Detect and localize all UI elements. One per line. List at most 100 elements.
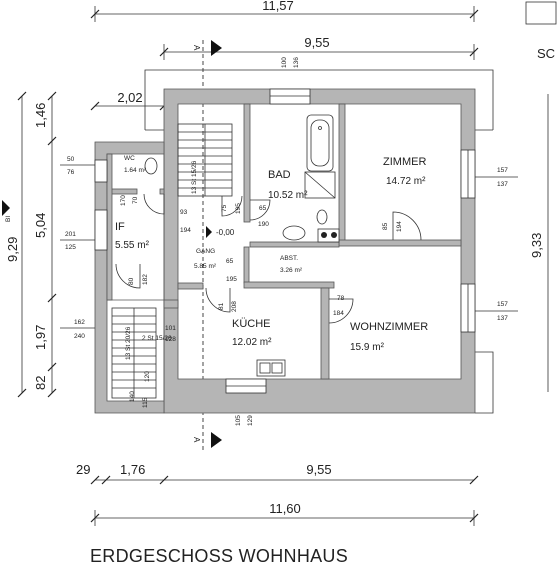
adjacent-drawing-box — [525, 1, 557, 25]
room-area-wohnzimmer: 15.9 m² — [350, 342, 385, 353]
windows — [94, 88, 476, 394]
dim-right-win2-a: 157 — [497, 301, 508, 308]
dim-offset: 2,02 — [90, 90, 169, 111]
dim-wc-a: 50 — [67, 156, 75, 163]
svg-text:65: 65 — [259, 205, 267, 212]
dim-top-total: 11,57 — [262, 0, 294, 13]
room-area-kueche: 12.02 m² — [232, 337, 272, 348]
svg-text:120: 120 — [144, 371, 151, 382]
right-window-dims: 157 137 157 137 — [475, 167, 518, 322]
room-area-wc: 1.64 m² — [124, 167, 147, 174]
dim-window-top-b: 136 — [293, 57, 300, 68]
section-marker-top: A A — [192, 40, 222, 450]
svg-text:78: 78 — [337, 295, 345, 302]
svg-text:182: 182 — [142, 274, 149, 285]
section-label-top: A — [192, 45, 201, 51]
svg-text:190: 190 — [258, 221, 269, 228]
roof-outline — [144, 69, 494, 130]
room-name-abst: ABST. — [280, 255, 298, 262]
dim-stair-a: 162 — [74, 319, 85, 326]
level-mark: -0,00 — [206, 226, 235, 238]
room-area-bad: 10.52 m² — [268, 190, 308, 201]
dim-if-b: 125 — [65, 244, 76, 251]
svg-text:128: 128 — [165, 336, 176, 343]
room-wc: WC 1.64 m² — [124, 155, 147, 174]
svg-text:81: 81 — [218, 302, 225, 310]
dim-left-3: 1,97 — [33, 325, 48, 350]
dim-bottom-b: 1,76 — [120, 462, 145, 477]
room-area-if: 5.55 m² — [115, 240, 150, 251]
shower — [304, 171, 336, 199]
dim-left-1: 1,46 — [33, 103, 48, 128]
room-abst: ABST. 3.26 m² — [280, 255, 303, 274]
room-name-if: IF — [115, 221, 125, 233]
right-dimension-total: 9,33 — [529, 94, 549, 392]
room-kueche: KÜCHE 12.02 m² — [232, 318, 272, 348]
dim-left-4: 82 — [33, 376, 48, 390]
room-name-gang: GANG — [196, 248, 215, 255]
dim-left-total-sup: BI — [5, 216, 12, 222]
dim-offset-text: 2,02 — [117, 90, 142, 105]
left-window-dims: 50 76 201 125 162 240 — [60, 156, 95, 340]
dim-bottom-total: 11,60 — [269, 501, 301, 516]
bottom-dimension-total: 11,60 — [90, 501, 479, 526]
dim-right-total: 9,33 — [529, 233, 544, 258]
dim-left-total: 9,29 — [5, 237, 20, 262]
door-swings — [115, 193, 422, 324]
room-if: IF 5.55 m² — [115, 221, 150, 251]
level-text: -0,00 — [216, 228, 235, 237]
bathtub — [306, 114, 334, 172]
staircase-lower: 2 St 15/26 13 St 20/26 — [111, 307, 172, 399]
dim-right-win2-b: 137 — [497, 315, 508, 322]
svg-text:101: 101 — [165, 325, 176, 332]
room-name-bad: BAD — [268, 169, 291, 181]
washbasin — [282, 225, 306, 241]
svg-text:140: 140 — [129, 391, 136, 402]
stair-label-1: 13 St 15/26 — [191, 160, 198, 194]
room-area-abst: 3.26 m² — [280, 267, 303, 274]
top-dimension-main: 9,55 — [159, 35, 479, 60]
svg-text:70: 70 — [132, 196, 139, 204]
top-dimension-total: 11,57 — [90, 0, 479, 22]
room-area-zimmer: 14.72 m² — [386, 176, 426, 187]
left-dimension-total: 9,29 BI — [2, 91, 27, 398]
dim-if-a: 201 — [65, 231, 76, 238]
svg-text:115: 115 — [142, 397, 149, 408]
dim-right-win1-b: 137 — [497, 181, 508, 188]
room-wohnzimmer: WOHNZIMMER 15.9 m² — [350, 321, 428, 353]
svg-text:194: 194 — [180, 227, 191, 234]
dim-window-bottom-b: 129 — [247, 415, 254, 426]
door-dimensions: 93 194 65 190 75 195 170 70 85 194 78 18… — [120, 195, 403, 408]
svg-text:75: 75 — [221, 204, 228, 212]
dim-left-2: 5,04 — [33, 213, 48, 238]
toilet-bath — [316, 209, 328, 225]
room-name-zimmer: ZIMMER — [383, 156, 426, 168]
svg-text:85: 85 — [382, 222, 389, 230]
svg-text:195: 195 — [226, 276, 237, 283]
left-dimension-parts: 1,46 5,04 1,97 82 — [33, 91, 57, 398]
dim-window-bottom-a: 105 — [235, 415, 242, 426]
svg-text:195: 195 — [235, 203, 242, 214]
dim-bottom-main: 9,55 — [306, 462, 331, 477]
room-name-wohnzimmer: WOHNZIMMER — [350, 321, 428, 333]
svg-text:170: 170 — [120, 195, 127, 206]
dim-right-win1-a: 157 — [497, 167, 508, 174]
drawing-title: ERDGESCHOSS WOHNHAUS — [90, 546, 348, 566]
toilet-wc — [144, 157, 158, 175]
bottom-dimension-parts: 29 1,76 9,55 — [76, 462, 479, 485]
room-name-kueche: KÜCHE — [232, 318, 271, 330]
svg-text:93: 93 — [180, 209, 188, 216]
dim-wc-b: 76 — [67, 169, 75, 176]
dim-stair-b: 240 — [74, 333, 85, 340]
svg-text:184: 184 — [333, 310, 344, 317]
stair-label-2: 2 St 15/26 — [142, 335, 172, 342]
svg-text:65: 65 — [226, 258, 234, 265]
washer — [317, 228, 340, 243]
room-name-wc: WC — [124, 155, 135, 162]
svg-text:208: 208 — [231, 301, 238, 312]
dim-window-top-a: 100 — [281, 57, 288, 68]
svg-text:80: 80 — [128, 277, 135, 285]
dim-top-main: 9,55 — [304, 35, 329, 50]
kitchen-sink — [256, 359, 286, 377]
